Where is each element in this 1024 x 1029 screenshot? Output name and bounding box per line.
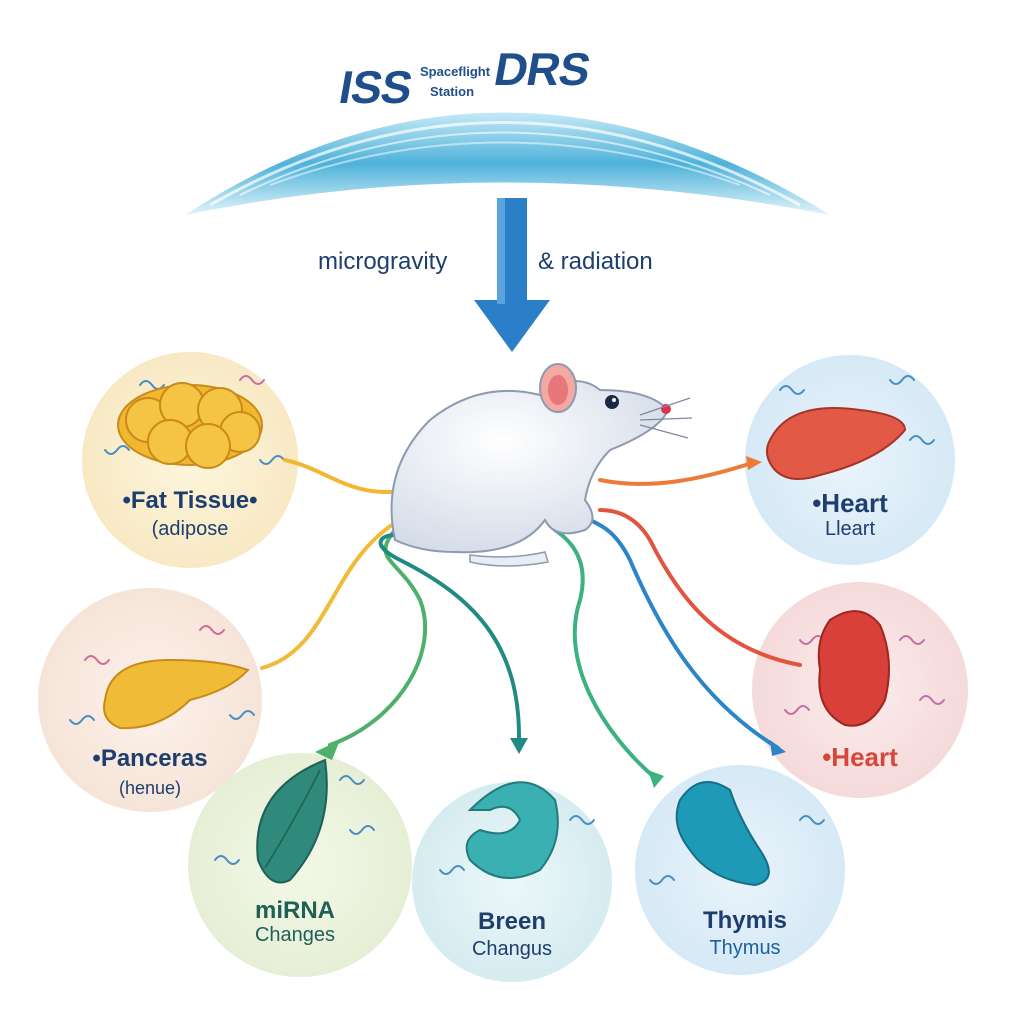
stressor-microgravity: microgravity xyxy=(318,248,448,275)
thymus-organ-illustration xyxy=(675,781,770,887)
pancreas-subtitle: (henue) xyxy=(118,778,182,798)
arrowhead xyxy=(648,770,664,788)
arrowhead xyxy=(315,740,340,760)
banner-mid-1: Spaceflight xyxy=(420,64,491,79)
pancreas-illustration xyxy=(103,658,250,730)
arrowhead xyxy=(770,740,786,756)
thymis-title: Thymis xyxy=(702,907,788,934)
mirna-subtitle: Changes xyxy=(254,924,336,946)
mirna-title: miRNA xyxy=(254,897,335,924)
breen-circle xyxy=(412,782,612,982)
heart1-subtitle: Lleart xyxy=(824,518,876,540)
pancreas-title: •Panceras xyxy=(92,745,208,772)
stressor-radiation: & radiation xyxy=(538,248,653,275)
space-arc xyxy=(185,112,830,215)
banner-right: DRS xyxy=(490,43,594,95)
fat-tissue-title: •Fat Tissue• xyxy=(122,487,258,514)
rat-illustration xyxy=(390,363,693,567)
thymis-subtitle: Thymus xyxy=(709,937,781,959)
connector-lines xyxy=(260,458,802,780)
arrowhead xyxy=(510,738,528,754)
fat-tissue-illustration xyxy=(117,382,263,469)
banner-left: ISS xyxy=(335,61,416,113)
breen-organ-illustration xyxy=(465,781,559,879)
heart2-title: •Heart xyxy=(822,742,898,772)
molecule-squiggles xyxy=(69,375,945,885)
heart1-liver-illustration xyxy=(765,407,907,480)
fat-tissue-subtitle: (adipose xyxy=(151,518,229,540)
down-arrow-icon xyxy=(474,198,550,352)
breen-subtitle: Changus xyxy=(471,938,553,960)
heart1-title: •Heart xyxy=(812,488,888,518)
arrowhead xyxy=(746,456,762,470)
mirna-leaf-illustration xyxy=(256,758,328,884)
banner-mid-2: Station xyxy=(430,84,475,99)
breen-title: Breen xyxy=(477,908,547,935)
heart2-illustration xyxy=(817,610,890,727)
